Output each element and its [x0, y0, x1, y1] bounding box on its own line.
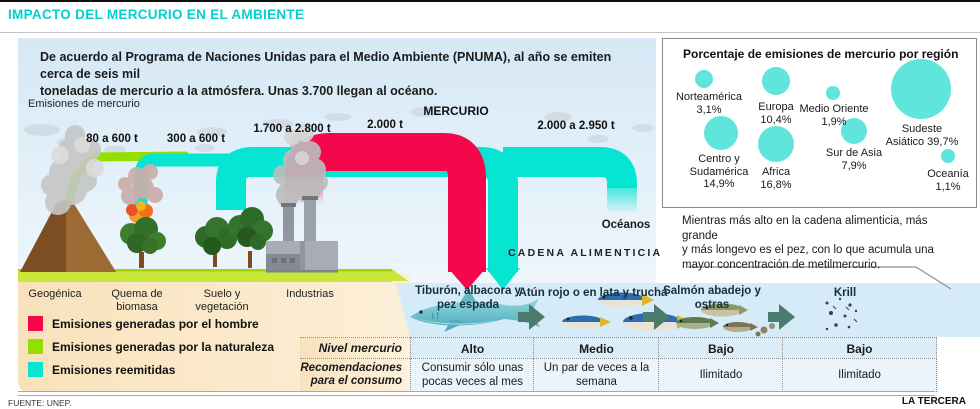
table-consumo-atun: Un par de veces a la semana: [533, 358, 659, 392]
bubble-norteamerica: [695, 70, 713, 88]
bubble-africa: [758, 126, 794, 162]
legend-item-reemitted: Emisiones reemitidas: [28, 362, 175, 377]
food-chain-item-tiburon: Tiburón, albacora y pez espada: [415, 285, 521, 311]
intro-paragraph: De acuerdo al Programa de Naciones Unida…: [40, 49, 646, 100]
salmon-oysters-illustration: [676, 303, 775, 337]
flow-label-oceano: 2.000 a 2.950 t: [537, 120, 615, 132]
table-row-label-nivel: Nivel mercurio: [300, 337, 410, 358]
mercurio-hub-label: MERCURIO: [423, 104, 489, 118]
callout-pointer-line: [688, 266, 952, 290]
source-credit: FUENTE: UNEP.: [8, 398, 72, 408]
table-nivel-salmon: Bajo: [658, 337, 783, 359]
food-chain-item-atun: Atún rojo o en lata y trucha: [518, 287, 668, 299]
bubble-label-medio-oriente: Medio Oriente 1,9%: [799, 103, 869, 128]
vegetation-illustration: [195, 207, 273, 268]
bubble-label-norteamerica: Norteamérica 3,1%: [675, 91, 743, 116]
shark-illustration: [410, 289, 540, 332]
legend-swatch-green: [28, 339, 43, 354]
title-divider: [0, 32, 980, 33]
oceanos-label: Océanos: [601, 219, 651, 231]
flow-label-geogenica: 80 a 600 t: [86, 133, 138, 145]
intro-line-1: De acuerdo al Programa de Naciones Unida…: [40, 50, 612, 81]
bubble-label-sudeste-asiatico: Sudeste Asiático 39,7%: [885, 123, 959, 148]
food-chain-title: CADENA ALIMENTICIA: [508, 247, 663, 259]
flow-label-biomasa: 300 a 600 t: [166, 133, 226, 145]
legend-label-human: Emisiones generadas por el hombre: [52, 316, 259, 331]
legend-label-reemitted: Emisiones reemitidas: [52, 362, 176, 377]
legend-label-nature: Emisiones generadas por la naturaleza: [52, 339, 275, 354]
bubble-label-centro-sudamerica: Centro y Sudamérica 14,9%: [689, 153, 749, 190]
food-chain-item-krill: Krill: [833, 287, 857, 299]
bubble-oceania: [941, 149, 955, 163]
bubble-sudeste-asiatico: [891, 59, 951, 119]
bubble-label-sur-de-asia: Sur de Asia 7,9%: [825, 147, 883, 172]
bubble-label-oceania: Oceanía 1,1%: [927, 168, 969, 193]
bubble-sur-de-asia: [841, 118, 867, 144]
bubble-centro-sudamerica: [704, 116, 738, 150]
table-nivel-tiburon: Alto: [410, 337, 534, 359]
volcano-illustration: [20, 125, 116, 272]
region-emissions-panel: Porcentaje de emisiones de mercurio por …: [662, 38, 977, 208]
biomass-burning-illustration: [118, 164, 166, 268]
top-rule: [0, 0, 980, 2]
bubble-medio-oriente: [826, 86, 840, 100]
source-label-suelo: Suelo y vegetación: [195, 288, 249, 313]
source-label-industrias: Industrias: [286, 288, 334, 300]
bubble-europa: [762, 67, 790, 95]
source-label-biomasa: Quema de biomasa: [111, 288, 163, 313]
publisher-credit: LA TERCERA: [901, 396, 966, 407]
table-row-label-recomendaciones: Recomendaciones para el consumo: [300, 358, 410, 391]
bubble-label-africa: Africa 16,8%: [760, 166, 792, 191]
table-nivel-krill: Bajo: [782, 337, 937, 359]
table-nivel-atun: Medio: [533, 337, 659, 359]
legend-swatch-cyan: [28, 362, 43, 377]
callout-line-3: mayor concentración de metilmercurio.: [682, 258, 881, 271]
legend-item-nature: Emisiones generadas por la naturaleza: [28, 339, 274, 354]
region-panel-title: Porcentaje de emisiones de mercurio por …: [683, 47, 959, 61]
source-label-geogenica: Geogénica: [28, 288, 82, 300]
cyan-arrow-tip: [486, 268, 520, 290]
flow-label-suelo: 1.700 a 2.800 t: [253, 123, 331, 135]
red-arrow-tip: [448, 268, 486, 290]
callout-line-2: y más longevo es el pez, con lo que acum…: [682, 244, 934, 256]
flow-label-industrias: 2.000 t: [367, 119, 403, 131]
page-title: IMPACTO DEL MERCURIO EN EL AMBIENTE: [8, 7, 305, 22]
food-chain-step-arrows: [518, 304, 795, 330]
intro-line-2: toneladas de mercurio a la atmósfera. Un…: [40, 84, 438, 98]
methylmercury-callout: Mientras más alto en la cadena alimentic…: [682, 214, 962, 272]
footer-rule: [18, 391, 935, 396]
flow-reemitted-ocean-top: [503, 147, 637, 188]
callout-line-1: Mientras más alto en la cadena alimentic…: [682, 215, 928, 242]
legend-item-human: Emisiones generadas por el hombre: [28, 316, 259, 331]
factory-illustration: [266, 124, 338, 273]
table-consumo-tiburon: Consumir sólo unas pocas veces al mes: [410, 358, 534, 392]
krill-illustration: [825, 297, 858, 331]
table-consumo-krill: Ilimitado: [782, 358, 937, 392]
emissions-section-label: Emisiones de mercurio: [28, 98, 140, 110]
legend-swatch-red: [28, 316, 43, 331]
table-consumo-salmon: Ilimitado: [658, 358, 783, 392]
bubble-label-europa: Europa 10,4%: [758, 101, 794, 126]
food-chain-item-salmon: Salmón abadejo y ostras: [663, 285, 761, 311]
